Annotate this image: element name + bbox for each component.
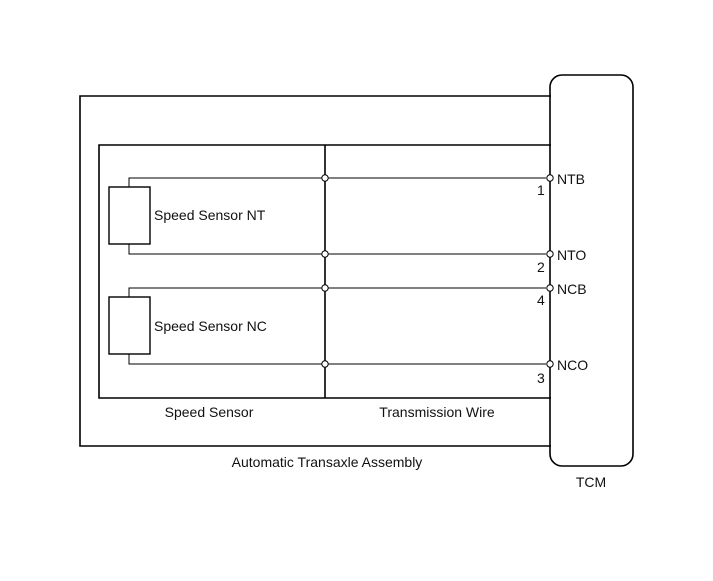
- connector-dot: [321, 174, 329, 182]
- connector-dot: [321, 360, 329, 368]
- speed-sensor-nt-body: [108, 186, 151, 245]
- tcm-terminal-dot: [546, 360, 554, 368]
- wire-ncb: [128, 287, 546, 297]
- pin-number-nto: 2: [537, 259, 545, 275]
- terminal-name-ncb: NCB: [557, 281, 587, 297]
- tcm-label: TCM: [576, 474, 606, 490]
- pin-number-ntb: 1: [537, 182, 545, 198]
- assembly-label: Automatic Transaxle Assembly: [232, 454, 423, 470]
- wire-ntb: [128, 177, 546, 187]
- tcm-terminal-dot: [546, 284, 554, 292]
- connector-dot: [321, 250, 329, 258]
- speed-sensor-section-label: Speed Sensor: [165, 404, 254, 420]
- terminal-name-nco: NCO: [557, 357, 588, 373]
- transmission-wire-section-label: Transmission Wire: [379, 404, 495, 420]
- terminal-name-ntb: NTB: [557, 171, 585, 187]
- automatic-transaxle-assembly-box: [79, 95, 551, 447]
- tcm-terminal-dot: [546, 250, 554, 258]
- wire-nco: [128, 354, 546, 365]
- tcm-box: [549, 74, 634, 467]
- pin-number-ncb: 4: [537, 292, 545, 308]
- speed-sensor-nt-label: Speed Sensor NT: [154, 207, 266, 223]
- speed-sensor-nc-body: [108, 296, 151, 355]
- pin-number-nco: 3: [537, 370, 545, 386]
- tcm-terminal-dot: [546, 174, 554, 182]
- terminal-name-nto: NTO: [557, 247, 586, 263]
- wire-nto: [128, 244, 546, 255]
- speed-sensor-nc-label: Speed Sensor NC: [154, 318, 267, 334]
- connector-dot: [321, 284, 329, 292]
